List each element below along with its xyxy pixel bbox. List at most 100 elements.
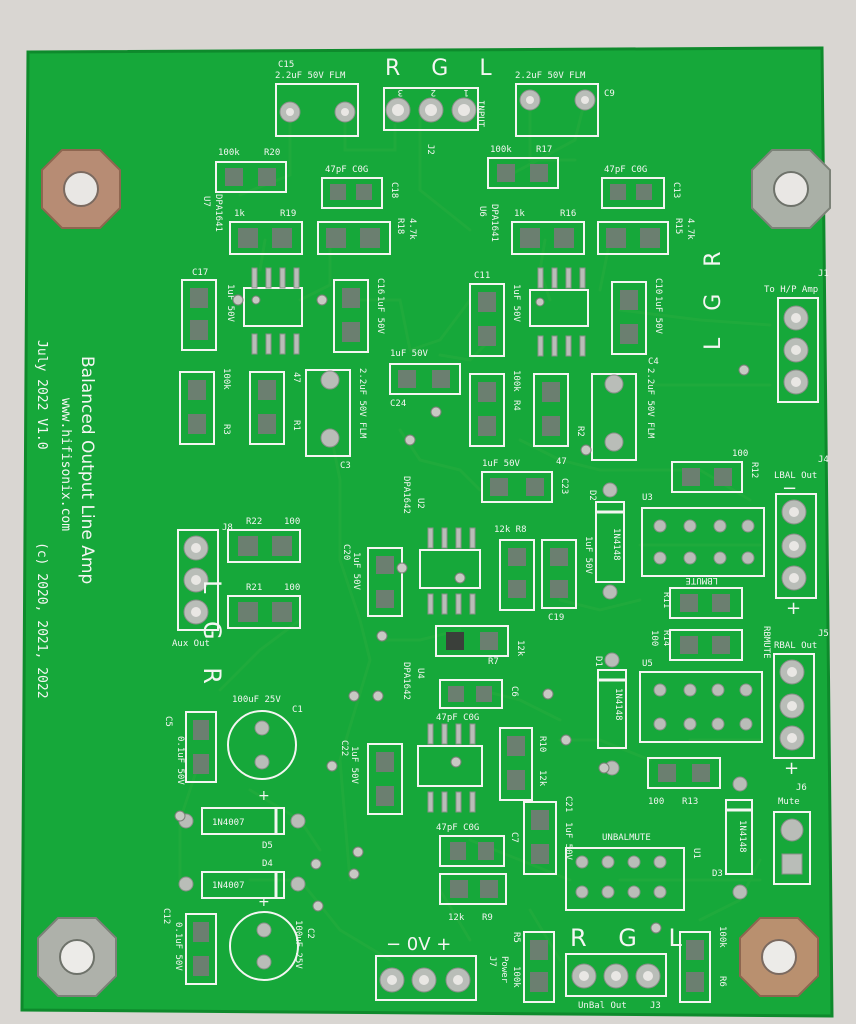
c7-ref: C7: [509, 832, 519, 843]
r22-value: 100: [284, 517, 300, 527]
d2-ref: D2: [587, 490, 597, 501]
c6-value: 47pF C0G: [436, 713, 479, 723]
c18-ref: C18: [389, 182, 399, 198]
c3-ref: C3: [340, 461, 351, 471]
r18-value: 4.7k: [407, 218, 417, 240]
capacitor-c1: 100uF 25V C1 +: [227, 695, 303, 804]
j4-plus: +: [786, 598, 801, 619]
c11-value: 1uF 50V: [511, 284, 521, 323]
d3-ref: D3: [712, 869, 723, 879]
j1-ref: J1: [818, 269, 829, 279]
board-version: July 2022 V1.0: [34, 340, 49, 450]
c4-ref: C4: [648, 357, 659, 367]
c19-ref: C19: [548, 613, 564, 623]
u7-ref: U7: [201, 196, 211, 207]
diode-d4: 1N4007 D4: [178, 859, 306, 899]
r14-value: 100: [649, 630, 659, 646]
d1-value: 1N4148: [613, 688, 623, 721]
c10-ref: C10: [653, 278, 663, 294]
r2-value: 47: [556, 457, 567, 467]
r21-ref: R21: [246, 583, 262, 593]
j7-ref: J7: [487, 956, 497, 967]
relay-u3: U3 LBMUTE: [641, 493, 765, 585]
d3-value: 1N4148: [737, 820, 747, 853]
connector-j7: − 0V + J7 Power: [375, 934, 509, 1001]
r15-ref: R15: [673, 218, 683, 234]
c1-value: 100uF 25V: [232, 695, 281, 705]
r11-ref: R11: [661, 592, 671, 608]
capacitor-c21: C21 1uF 50V: [523, 796, 573, 875]
c21-ref: C21: [563, 796, 573, 812]
r20-value: 100k: [218, 148, 240, 158]
j5-plus: +: [784, 758, 799, 779]
diode-d2: 1N4148 D2: [587, 482, 625, 600]
c15-value: 2.2uF 50V FLM: [275, 71, 346, 81]
r5-value: 100k: [511, 966, 521, 988]
j4-label: LBAL Out: [774, 471, 817, 481]
connector-j6: J6 Mute: [773, 783, 811, 885]
c12-ref: C12: [161, 908, 171, 924]
board-copyright: (c) 2020, 2021, 2022: [34, 542, 49, 699]
u5-ref: U5: [642, 659, 653, 669]
j4-minus: −: [782, 478, 797, 499]
u6-value: DPA1641: [489, 204, 499, 242]
u6-ref: U6: [477, 206, 487, 217]
mounting-hole-bottom-right: [739, 917, 819, 997]
c17-value: 1uF 50V: [225, 284, 235, 323]
u4-ref: U4: [415, 668, 425, 679]
ic-u7: [243, 267, 303, 355]
c4-value: 2.2uF 50V FLM: [645, 368, 655, 439]
c20-value: 1uF 50V: [351, 552, 361, 591]
c11-ref: C11: [474, 271, 490, 281]
c9-value: 2.2uF 50V FLM: [515, 71, 586, 81]
ic-u6: [529, 267, 589, 357]
c17-ref: C17: [192, 268, 208, 278]
capacitor-c16: C16 1uF 50V: [333, 278, 385, 353]
resistor-r16: 1k R16: [511, 209, 585, 255]
diode-d3: 1N4148 D3: [712, 776, 753, 900]
capacitor-c20: 1uF 50V C20: [341, 544, 403, 617]
r1-value: 47: [291, 372, 301, 383]
resistor-r2: R2 47: [533, 373, 585, 467]
capacitor-c23: 1uF 50V C23: [481, 459, 569, 503]
resistor-r14: R14 100 RBMUTE: [649, 626, 771, 661]
d1-ref: D1: [593, 656, 603, 667]
j4-ref: J4: [818, 455, 829, 465]
c16-ref: C16: [375, 278, 385, 294]
c13-ref: C13: [671, 182, 681, 198]
r19-ref: R19: [280, 209, 296, 219]
power-letters: − 0V +: [386, 934, 451, 955]
d5-ref: D5: [262, 841, 273, 851]
c3-value: 2.2uF 50V FLM: [357, 368, 367, 439]
r5-ref: R5: [511, 932, 521, 943]
unbal-out-label: UnBal Out: [578, 1001, 627, 1011]
c2-value: 100uF 25V: [293, 920, 303, 969]
r8-value: 12k R8: [494, 525, 527, 535]
input-connector-j2: R G L 3 2 1 INPUT J2: [383, 56, 504, 155]
resistor-r1: 47 R1: [249, 371, 301, 445]
capacitor-c9: 2.2uF 50V FLM C9: [515, 71, 615, 137]
u2-value: DPA1642: [401, 476, 411, 514]
resistor-r3: 100k R3: [179, 368, 231, 445]
resistor-r10: R10 12k: [499, 727, 547, 801]
pcb-board: [22, 48, 832, 1016]
resistor-r17: 100k R17: [487, 145, 559, 189]
j5-ref: J5: [818, 629, 829, 639]
u4-value: DPA1642: [401, 662, 411, 700]
capacitor-c15: C15 2.2uF 50V FLM: [275, 60, 359, 137]
aux-out-label: Aux Out: [172, 639, 210, 649]
input-label: INPUT: [475, 100, 485, 128]
c5-ref: C5: [163, 716, 173, 727]
vias: [174, 294, 750, 934]
d4-value: 1N4007: [212, 881, 245, 891]
c12-value: 0.1uF 50V: [173, 922, 183, 971]
c22-ref: C22: [339, 740, 349, 756]
r6-ref: R6: [717, 976, 727, 987]
input-letters: R G L: [385, 56, 504, 81]
diode-d1: 1N4148 D1: [593, 652, 627, 776]
r10-value: 12k: [537, 770, 547, 787]
c24-ref: C24: [390, 399, 406, 409]
c2-plus: +: [258, 894, 270, 910]
connector-j8: L G R J8 Aux Out: [172, 523, 233, 694]
